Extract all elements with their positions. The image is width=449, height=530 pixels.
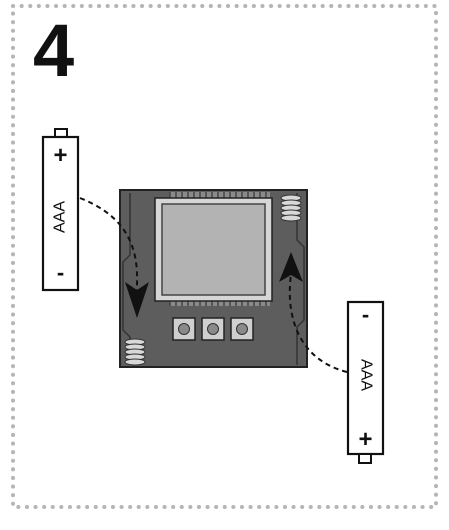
battery-left-plus: + [53, 142, 67, 169]
insert-arrow-left [79, 197, 149, 318]
spring-contact-top-right [280, 194, 302, 222]
battery-left-minus: - [57, 260, 64, 285]
battery-right-label: AAA [357, 359, 374, 391]
battery-left: + AAA - [41, 128, 80, 292]
device-button-1 [172, 317, 196, 341]
device-board [119, 189, 308, 368]
pin-header-bottom [169, 300, 270, 306]
battery-right-plus: + [358, 426, 372, 453]
spring-contact-bottom-left [124, 338, 146, 366]
battery-left-label: AAA [52, 201, 69, 233]
battery-right-minus: - [362, 302, 369, 327]
step-number: 4 [33, 9, 74, 92]
battery-right: - AAA + [346, 300, 385, 464]
insert-arrow-right [279, 252, 348, 373]
lcd-screen [161, 203, 266, 296]
pin-header-top [169, 192, 270, 198]
device-button-3 [230, 317, 254, 341]
dotted-border [11, 4, 438, 509]
device-button-2 [201, 317, 225, 341]
